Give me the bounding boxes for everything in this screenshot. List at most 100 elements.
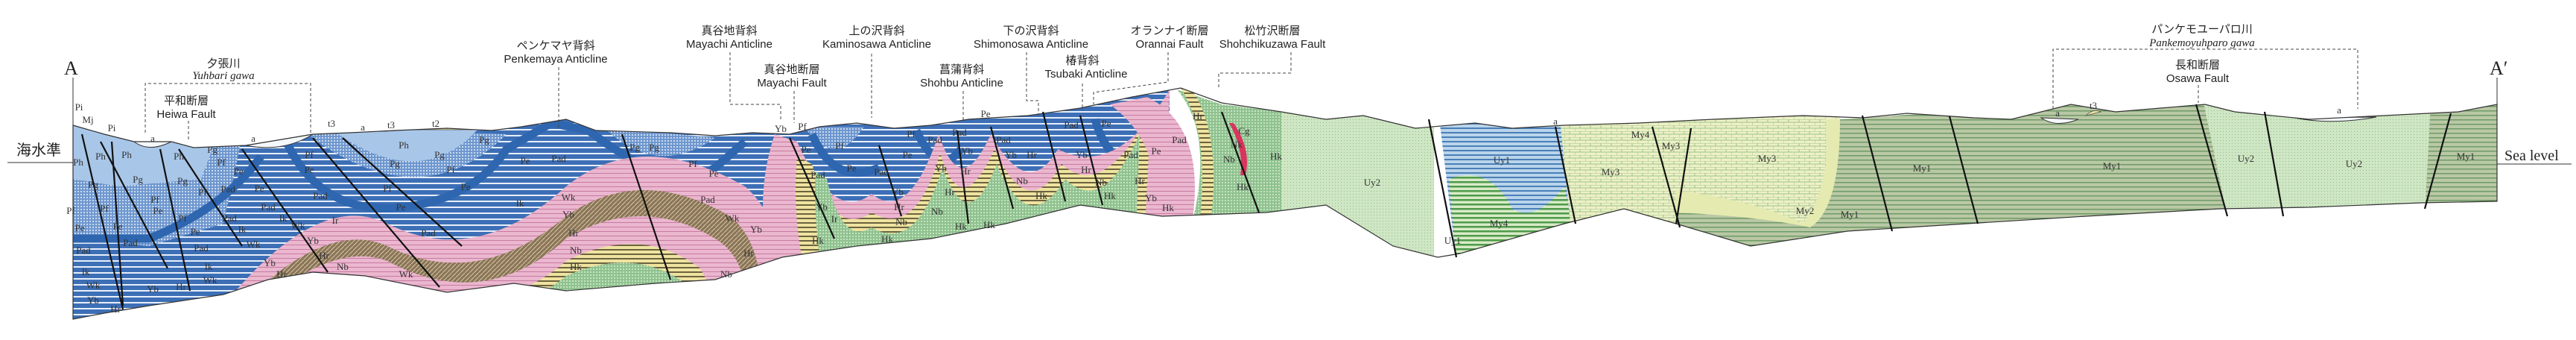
unit-label-ph: Ph (95, 151, 106, 162)
unit-label-ir: Ir (332, 215, 339, 226)
svg-text:Orannai Fault: Orannai Fault (1136, 38, 1205, 51)
unit-label-pad: Pad (421, 227, 436, 239)
cg-conglomerate (1229, 123, 1247, 175)
unit-label-wk: Wk (247, 239, 261, 250)
unit-label-ph: Ph (73, 157, 83, 168)
unit-label-ph: Ph (399, 139, 409, 151)
unit-label-my3: My3 (1662, 140, 1681, 151)
unit-label-pf: Pf (198, 186, 207, 198)
unit-label-nk: Nk (1231, 139, 1243, 150)
unit-label-wk: Wk (399, 268, 413, 280)
unit-label-ph: Ph (121, 149, 132, 160)
unit-label-pad: Pad (221, 183, 235, 195)
unit-label-pg: Pg (133, 174, 143, 185)
unit-label-hr: Hr (1081, 164, 1091, 175)
unit-label-pad: Pad (996, 134, 1011, 145)
unit-label-nb: Nb (1016, 175, 1028, 186)
unit-label-my3: My3 (1602, 166, 1620, 177)
unit-label-hk: Hk (1270, 151, 1282, 162)
unit-label-uy1: Uy1 (1444, 235, 1461, 246)
unit-label-hr: Hr (894, 201, 904, 212)
svg-text:菖蒲背斜: 菖蒲背斜 (939, 63, 984, 76)
svg-text:Tsubaki Anticline: Tsubaki Anticline (1045, 68, 1128, 81)
unit-label-pad: Pad (551, 153, 566, 164)
unit-label-wk: Wk (562, 192, 576, 203)
unit-label-yb: Yb (264, 257, 276, 268)
svg-text:Osawa Fault: Osawa Fault (2166, 72, 2230, 85)
unit-label-uy2: Uy2 (2238, 153, 2254, 164)
unit-label-pi: Pi (75, 101, 83, 113)
unit-label-pf: Pf (907, 128, 916, 139)
surface-label-t3: t3 (2090, 100, 2097, 111)
unit-label-pe: Pe (903, 149, 913, 160)
sea-level-label-jp: 海水準 (16, 141, 61, 159)
svg-text:ペンケマヤ背斜: ペンケマヤ背斜 (516, 39, 594, 52)
unit-label-mj: Mj (82, 114, 93, 125)
svg-text:椿背斜: 椿背斜 (1065, 54, 1099, 67)
unit-label-my4: My4 (1490, 218, 1509, 229)
surface-label-a: a (150, 133, 155, 144)
end-marker: A′ (2490, 57, 2507, 79)
svg-text:Penkemaya Anticline: Penkemaya Anticline (504, 53, 607, 66)
unit-label-hk: Hk (1104, 190, 1116, 201)
unit-label-my2: My2 (1796, 205, 1815, 216)
unit-label-pad: Pad (76, 245, 91, 256)
unit-label-hk: Hk (1237, 181, 1249, 192)
unit-label-pg: Pg (479, 134, 489, 145)
unit-label-hr: Hr (176, 281, 186, 292)
unit-label-hr: Hr (945, 186, 955, 198)
unit-label-pad: Pad (313, 190, 328, 201)
sea-level-label-en: Sea level (2504, 148, 2559, 164)
unit-label-pf: Pf (100, 203, 109, 214)
unit-label-hr: Hr (110, 303, 121, 315)
unit-label-pe: Pe (191, 226, 200, 237)
unit-label-pe: Pe (234, 166, 244, 177)
surface-label-a: a (1553, 116, 1558, 127)
unit-label-yb: Yb (1076, 149, 1088, 160)
unit-label-hr: Hr (1027, 149, 1037, 160)
surface-label-a: a (251, 133, 256, 144)
unit-label-hk: Hk (570, 261, 582, 272)
unit-label-pe: Pe (802, 144, 811, 155)
unit-label-my4: My4 (1631, 129, 1650, 140)
unit-label-pg: Pg (390, 158, 400, 169)
unit-label-hr: Hr (276, 268, 287, 280)
unit-label-pad: Pad (810, 169, 825, 180)
svg-text:Shimonosawa Anticline: Shimonosawa Anticline (974, 38, 1088, 51)
unit-label-pg: Pg (207, 144, 218, 155)
unit-label-pf: Pf (150, 194, 159, 205)
unit-label-pf: Pf (688, 158, 697, 169)
pe-beds (73, 118, 1149, 243)
svg-text:上の沢背斜: 上の沢背斜 (848, 24, 904, 37)
svg-text:Mayachi Fault: Mayachi Fault (757, 77, 827, 89)
surface-label-a: a (2055, 107, 2060, 119)
svg-text:Kaminosawa Anticline: Kaminosawa Anticline (822, 38, 931, 51)
unit-label-wk: Wk (291, 220, 305, 231)
uy2-unit (1281, 88, 1434, 268)
unit-label-pe: Pe (461, 181, 471, 192)
unit-label-wk: Wk (726, 212, 740, 224)
unit-label-yb: Yb (147, 283, 159, 295)
unit-label-pe: Pe (981, 108, 991, 119)
unit-label-nb: Nb (337, 261, 349, 272)
unit-label-ik: Ik (516, 198, 524, 209)
unit-label-pf: Pf (178, 212, 187, 224)
unit-label-hr: Hr (960, 166, 971, 177)
unit-label-pg: Pg (88, 179, 98, 190)
unit-label-pad: Pad (1172, 134, 1187, 145)
svg-text:真谷地断層: 真谷地断層 (764, 63, 819, 76)
unit-label-pf: Pf (446, 164, 455, 175)
svg-text:オランナイ断層: オランナイ断層 (1130, 24, 1208, 37)
unit-label-hk: Hk (812, 235, 824, 246)
unit-label-pad: Pad (194, 242, 209, 254)
